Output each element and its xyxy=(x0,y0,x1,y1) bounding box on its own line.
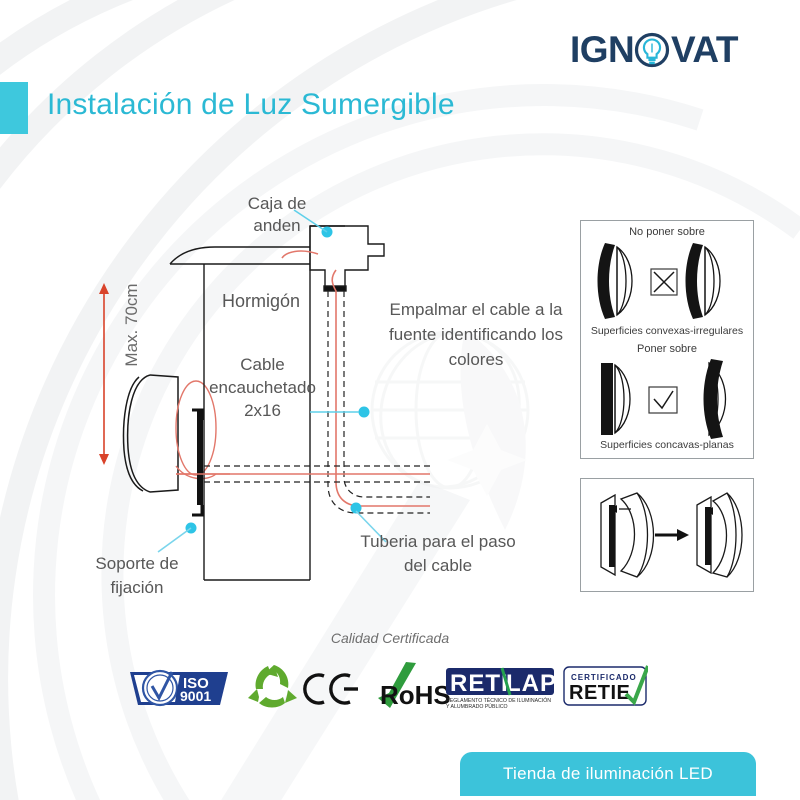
footer-banner[interactable]: Tienda de iluminación LED xyxy=(460,752,756,796)
label-max-height: Max. 70cm xyxy=(122,283,141,367)
conduit-pipe xyxy=(327,291,430,514)
svg-text:REGLAMENTO TÉCNICO DE ILUMINAC: REGLAMENTO TÉCNICO DE ILUMINACIÓN xyxy=(446,697,551,704)
callout-dot-cable xyxy=(358,406,370,418)
rohs-badge: RoHS xyxy=(378,662,451,710)
check-icon xyxy=(648,386,678,414)
logo-text-right: VAT xyxy=(671,29,739,70)
mounting-illustration xyxy=(600,492,743,578)
lightbulb-icon xyxy=(634,32,670,68)
certification-badges: ISO 9001 RoHS RETI LAP xyxy=(130,662,648,710)
svg-text:Y ALUMBRADO PÚBLICO: Y ALUMBRADO PÚBLICO xyxy=(446,703,508,710)
iso-9001-badge: ISO 9001 xyxy=(130,669,228,707)
label-cable-encauchetado: Cable encauchetado 2x16 xyxy=(209,355,316,420)
wall-segment xyxy=(197,410,203,505)
panel-bad-caption: Superficies convexas-irregulares xyxy=(590,325,744,337)
svg-text:CERTIFICADO: CERTIFICADO xyxy=(571,673,637,682)
label-tuberia: Tuberia para el paso del cable xyxy=(360,532,516,575)
cross-icon xyxy=(650,268,678,296)
installation-diagram xyxy=(99,209,430,581)
panel-bad-title: No poner sobre xyxy=(629,226,705,238)
ignovat-logo: IGN VAT xyxy=(570,29,739,70)
callout-line-caja xyxy=(293,209,328,233)
panel-mounting xyxy=(580,478,754,592)
bad-surface-illustration xyxy=(597,243,721,319)
label-soporte-fijacion: Soporte de fijación xyxy=(95,554,179,597)
ce-badge xyxy=(303,673,358,705)
conduit-horizontal xyxy=(204,465,430,483)
footer-banner-label: Tienda de iluminación LED xyxy=(502,764,714,783)
svg-text:ISO: ISO xyxy=(183,675,209,692)
callout-line-soporte xyxy=(157,527,192,553)
svg-text:LAP: LAP xyxy=(506,670,557,697)
label-empalmar-cable: Empalmar el cable a la fuente identifica… xyxy=(389,300,563,369)
retie-badge: CERTIFICADO RETIE xyxy=(563,665,648,706)
mounting-bracket xyxy=(192,408,204,517)
certifications-heading: Calidad Certificada xyxy=(330,630,450,646)
retilap-badge: RETI LAP REGLAMENTO TÉCNICO DE ILUMINACI… xyxy=(446,667,557,710)
panel-good-caption: Superficies concavas-planas xyxy=(600,439,734,451)
logo-text-left: IGN xyxy=(570,29,634,70)
label-hormigon: Hormigón xyxy=(221,291,301,311)
label-caja-de-anden: Caja de anden xyxy=(247,194,307,235)
svg-text:9001: 9001 xyxy=(180,688,211,704)
svg-text:RETI: RETI xyxy=(450,670,509,697)
dimension-arrow xyxy=(99,283,109,465)
recycle-badge xyxy=(248,665,297,708)
title-accent-bar xyxy=(0,82,28,134)
page-title: Instalación de Luz Sumergible xyxy=(47,88,455,121)
callout-dot-tuberia xyxy=(350,502,362,514)
panel-good-title: Poner sobre xyxy=(637,343,697,355)
good-surface-illustration xyxy=(601,359,727,439)
svg-text:RoHS: RoHS xyxy=(380,680,451,710)
submersible-lamp xyxy=(122,374,179,493)
panel-surfaces: No poner sobre Superficies convexas-irre… xyxy=(580,220,754,459)
callout-line-tuberia xyxy=(355,510,387,543)
arrow-right-icon xyxy=(655,529,689,541)
svg-text:RETIE: RETIE xyxy=(569,682,630,704)
